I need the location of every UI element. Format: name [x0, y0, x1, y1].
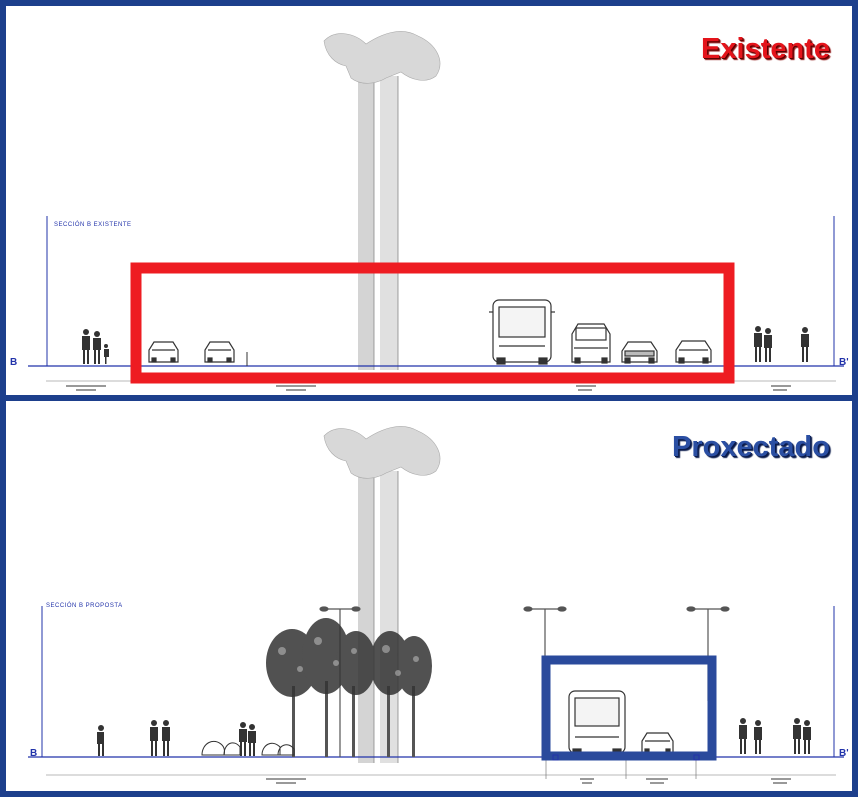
bus [568, 690, 626, 756]
bus [489, 299, 555, 365]
title-existente: Existente [701, 33, 830, 65]
right-mark: B' [839, 357, 849, 368]
section-existing-panel: Existente SECCIÓN B EXISTENTE B B' [6, 6, 852, 395]
section-label: SECCIÓN B EXISTENTE [54, 222, 132, 228]
proposed-section-drawing [28, 426, 844, 784]
existing-section-drawing [28, 31, 844, 391]
benches [201, 740, 295, 756]
left-mark: B [30, 748, 38, 759]
title-proxectado: Proxectado [672, 431, 830, 463]
pedestrians-right [739, 718, 811, 754]
section-label: SECCIÓN B PROPOSTA [46, 603, 123, 609]
trees [266, 618, 432, 757]
cars-right [621, 340, 712, 364]
car [641, 732, 674, 755]
pedestrians-left [97, 720, 256, 756]
left-mark: B [10, 357, 18, 368]
monument [323, 31, 441, 370]
highlight-box-existing [130, 262, 735, 384]
van [571, 323, 611, 364]
right-mark: B' [839, 748, 849, 759]
section-proposed-panel: Proxectado SECCIÓN B PROPOSTA B B' [6, 401, 852, 791]
monument [323, 426, 441, 763]
highlight-box-proposed [541, 655, 717, 761]
pedestrians-left [82, 329, 109, 364]
pedestrians-right [754, 326, 809, 362]
cars-left [148, 341, 235, 363]
